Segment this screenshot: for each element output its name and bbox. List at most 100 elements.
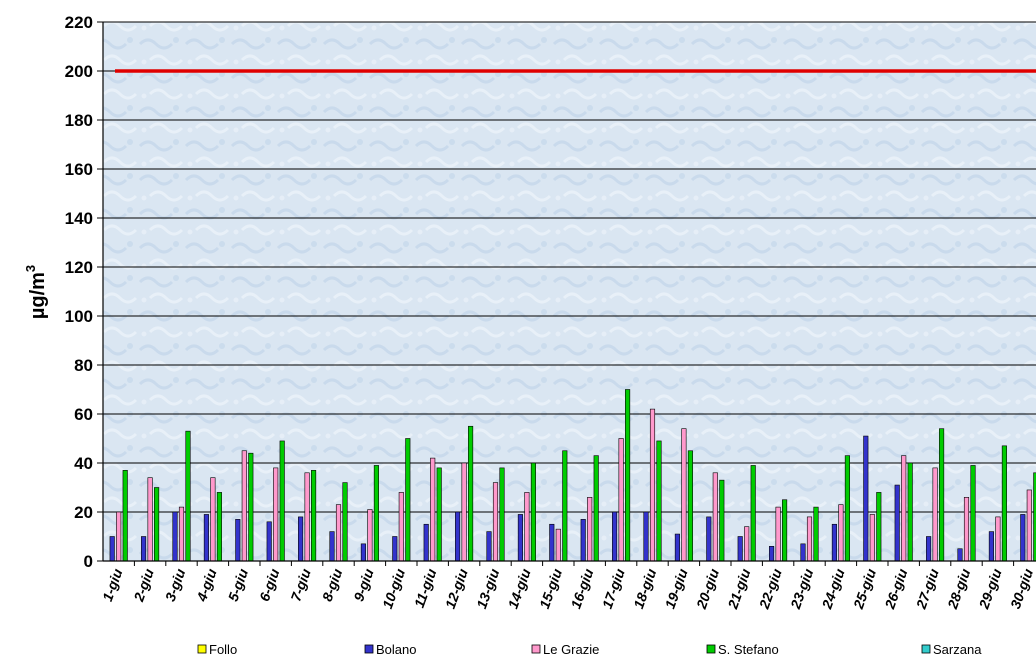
bar-le-grazie [304, 472, 310, 562]
bar-s-stefano [593, 455, 599, 562]
bar-s-stefano [468, 425, 474, 562]
bar-s-stefano [750, 465, 756, 562]
bar-le-grazie [335, 504, 342, 562]
bar-bolano [674, 533, 680, 562]
bar-s-stefano [279, 440, 285, 562]
x-tick-label: 26-giu [881, 566, 911, 612]
y-tick-label: 80 [74, 356, 93, 375]
bar-le-grazie [367, 509, 373, 562]
legend-swatch [706, 644, 716, 654]
bar-le-grazie [806, 516, 813, 562]
bar-bolano [957, 548, 963, 562]
x-tick-label: 16-giu [567, 566, 596, 611]
bar-bolano [831, 523, 837, 562]
bar-bolano [988, 531, 994, 562]
bar-s-stefano [625, 389, 631, 562]
bar-le-grazie [461, 462, 467, 562]
legend-label: Le Grazie [543, 642, 599, 657]
bar-le-grazie [210, 477, 216, 562]
bar-s-stefano [813, 506, 819, 562]
y-tick-label: 60 [74, 405, 93, 424]
bar-s-stefano [907, 462, 913, 562]
bar-bolano [298, 516, 304, 562]
legend-swatch [921, 644, 931, 654]
bar-s-stefano [656, 440, 662, 562]
bar-bolano [203, 514, 209, 562]
bar-bolano [172, 511, 178, 562]
y-tick-label: 220 [65, 13, 93, 32]
x-tick-label: 22-giu [755, 566, 785, 612]
bar-le-grazie [681, 428, 687, 562]
bar-le-grazie [838, 504, 844, 562]
bar-bolano [109, 536, 115, 562]
bar-bolano [329, 531, 335, 562]
bar-s-stefano [876, 492, 882, 562]
y-tick-label: 160 [65, 160, 93, 179]
bar-s-stefano [154, 487, 160, 562]
y-tick-label: 40 [74, 454, 93, 473]
bar-s-stefano [248, 452, 254, 562]
bar-bolano [549, 523, 555, 562]
bar-le-grazie [178, 506, 185, 562]
bar-bolano [894, 484, 900, 562]
x-tick-label: 1-giu [99, 566, 126, 603]
bar-s-stefano [185, 430, 191, 562]
x-tick-label: 27-giu [912, 566, 942, 612]
x-tick-label: 30-giu [1007, 566, 1036, 611]
bar-le-grazie [241, 450, 247, 562]
bar-bolano [455, 511, 461, 562]
y-tick-label: 200 [65, 62, 93, 81]
x-tick-label: 20-giu [693, 566, 723, 612]
x-tick-label: 17-giu [599, 566, 628, 611]
bar-s-stefano [499, 467, 505, 562]
bar-le-grazie [492, 482, 499, 562]
bar-bolano [423, 523, 429, 562]
x-tick-label: 8-giu [319, 566, 346, 603]
bar-bolano [580, 519, 586, 562]
bars [109, 389, 1036, 562]
x-tick-label: 6-giu [256, 566, 283, 603]
legend-label: Sarzana [933, 642, 982, 657]
bar-bolano [926, 536, 932, 562]
bar-bolano [141, 536, 147, 562]
bar-le-grazie [995, 516, 1001, 562]
bar-s-stefano [342, 482, 348, 562]
y-tick-label: 0 [84, 552, 93, 571]
bar-bolano [612, 511, 618, 562]
bar-le-grazie [147, 477, 153, 562]
bar-le-grazie [1026, 489, 1032, 562]
bar-le-grazie [555, 528, 561, 562]
x-tick-label: 15-giu [536, 566, 565, 611]
x-tick-label: 11-giu [411, 566, 440, 610]
x-tick-label: 7-giu [287, 566, 314, 603]
x-tick-label: 29-giu [975, 566, 1005, 612]
bar-le-grazie [524, 492, 530, 562]
legend-label: S. Stefano [718, 642, 779, 657]
bar-s-stefano [1001, 445, 1007, 562]
x-tick-label: 13-giu [473, 566, 502, 611]
bar-bolano [266, 521, 272, 562]
bar-le-grazie [273, 467, 279, 562]
bar-s-stefano [844, 455, 850, 562]
bar-s-stefano [216, 492, 222, 562]
x-tick-label: 10-giu [379, 566, 408, 611]
bar-s-stefano [530, 462, 536, 562]
bar-bolano [1020, 514, 1026, 562]
bar-le-grazie [775, 506, 781, 562]
bar-le-grazie [398, 492, 404, 562]
x-tick-label: 28-giu [944, 566, 974, 612]
bar-bolano [517, 514, 523, 562]
bar-s-stefano [687, 450, 693, 562]
bar-bolano [706, 516, 712, 562]
x-tick-label: 5-giu [225, 566, 252, 603]
x-tick-label: 14-giu [505, 566, 534, 611]
legend-label: Follo [209, 642, 237, 657]
bar-bolano [769, 545, 775, 562]
bar-bolano [360, 543, 366, 562]
x-tick-label: 19-giu [662, 566, 691, 611]
x-tick-label: 23-giu [787, 566, 817, 612]
bar-le-grazie [587, 496, 593, 562]
